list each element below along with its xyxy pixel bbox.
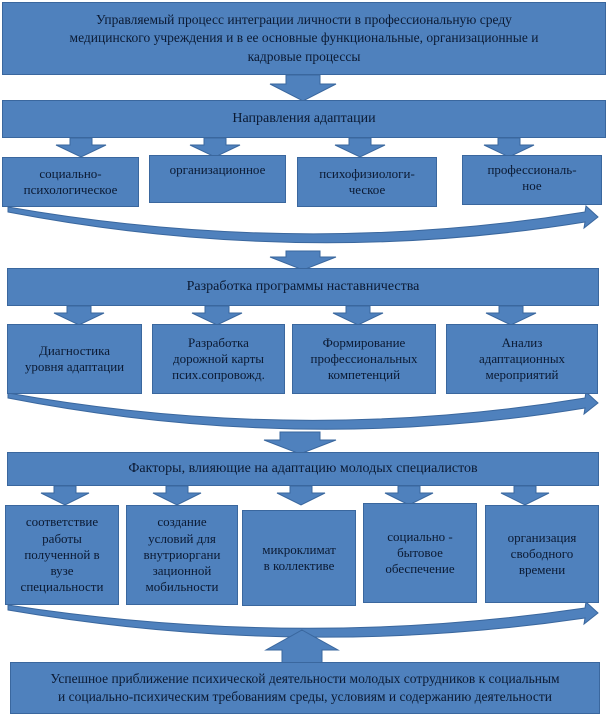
direction-item-2: организационное [149, 155, 286, 203]
down-arrow [263, 431, 337, 455]
factor-item-4: социально - бытовое обеспечение [363, 503, 477, 603]
down-arrow [191, 305, 243, 326]
direction-item-1: социально- психологическое [2, 157, 139, 207]
curved-arrow-band [7, 601, 599, 638]
down-arrow [334, 137, 386, 158]
mentoring-item-4: Анализ адаптационных мероприятий [446, 324, 598, 394]
section2-title: Разработка программы наставничества [7, 268, 599, 306]
down-arrow [332, 305, 384, 326]
down-arrow [53, 305, 105, 326]
top-process-box: Управляемый процесс интеграции личности … [2, 2, 606, 75]
factor-item-5: организация свободного времени [485, 505, 599, 603]
down-arrow [276, 485, 326, 506]
direction-item-3: психофизиологи- ческое [297, 157, 437, 207]
down-arrow [152, 485, 202, 506]
mentoring-item-1: Диагностика уровня адаптации [7, 324, 142, 394]
up-arrow [264, 629, 340, 664]
down-arrow [40, 485, 90, 506]
factor-item-1: соответствие работы полученной в вузе сп… [5, 505, 119, 605]
down-arrow [55, 137, 107, 158]
down-arrow [500, 485, 550, 506]
curved-arrow-band [7, 205, 599, 244]
section3-title: Факторы, влияющие на адаптацию молодых с… [7, 452, 599, 486]
section1-title: Направления адаптации [2, 100, 606, 138]
curved-arrow-band [7, 391, 599, 430]
bottom-outcome-box: Успешное приближение психической деятель… [10, 662, 600, 714]
factor-item-2: создание условий для внутриоргани зацион… [126, 505, 238, 605]
down-arrow [269, 74, 337, 102]
direction-item-4: профессиональ- ное [462, 155, 602, 205]
mentoring-item-3: Формирование профессиональных компетенци… [292, 324, 436, 394]
down-arrow [485, 305, 537, 326]
factor-item-3: микроклимат в коллективе [242, 510, 356, 606]
mentoring-item-2: Разработка дорожной карты псих.сопровожд… [152, 324, 285, 394]
